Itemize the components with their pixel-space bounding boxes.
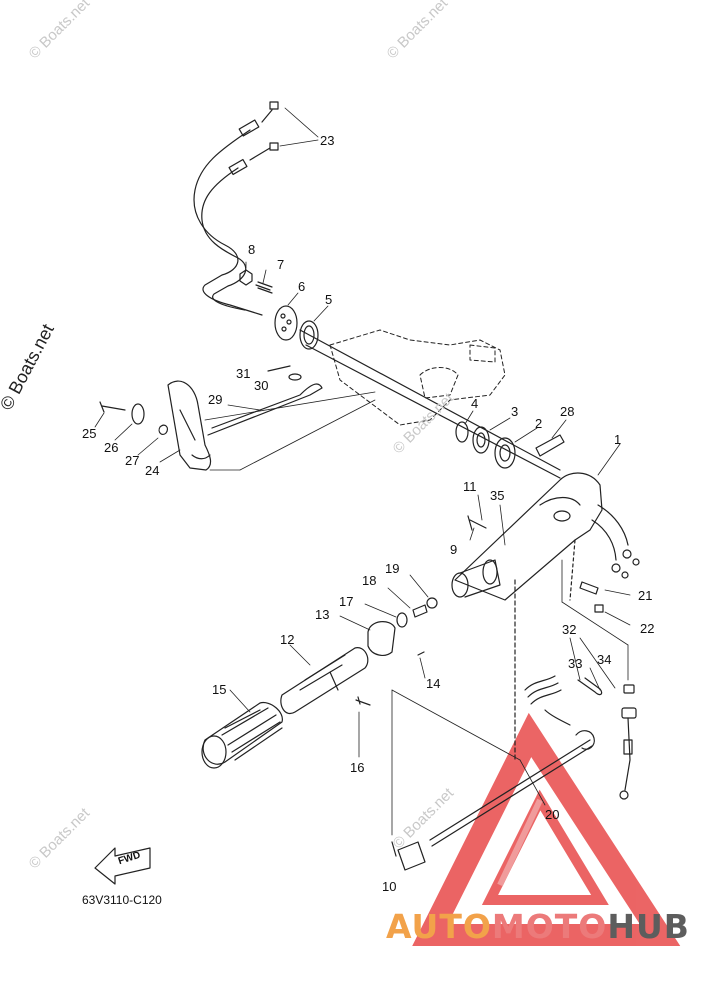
part-label-27: 27 — [125, 453, 140, 468]
part-label-29: 29 — [208, 392, 223, 407]
part-label-18: 18 — [362, 573, 377, 588]
part-label-17: 17 — [339, 594, 354, 609]
part-label-32: 32 — [562, 622, 577, 637]
part-label-11: 11 — [463, 479, 477, 494]
part-label-7: 7 — [277, 257, 285, 272]
logo-part-auto: AUTO — [386, 907, 492, 946]
part-label-8: 8 — [248, 242, 256, 257]
part-label-28: 28 — [560, 404, 575, 419]
part-label-15: 15 — [212, 682, 227, 697]
part-label-24: 24 — [145, 463, 160, 478]
part-label-4: 4 — [471, 396, 479, 411]
throttle-grip — [201, 701, 283, 769]
part-label-34: 34 — [597, 652, 612, 667]
part-label-22: 22 — [640, 621, 655, 636]
part-label-35: 35 — [490, 488, 505, 503]
part-label-31: 31 — [236, 366, 251, 381]
part-label-5: 5 — [325, 292, 333, 307]
fwd-arrow-icon — [94, 847, 151, 885]
part-label-1: 1 — [614, 432, 622, 447]
diagram-code: 63V3110-C120 — [82, 893, 162, 907]
part-label-2: 2 — [535, 416, 543, 431]
part-label-20: 20 — [545, 807, 560, 822]
part-label-13: 13 — [315, 607, 330, 622]
part-label-16: 16 — [350, 760, 365, 775]
steering-handle-arm — [454, 443, 640, 601]
logo-part-moto: MOTO — [491, 907, 608, 946]
part-label-12: 12 — [280, 632, 295, 647]
throttle-cables — [193, 101, 279, 316]
automotohub-logo: AUTOMOTOHUB — [386, 907, 690, 946]
part-label-33: 33 — [568, 656, 583, 671]
part-label-23: 23 — [320, 133, 335, 148]
friction-lever — [167, 380, 212, 471]
part-label-19: 19 — [385, 561, 400, 576]
part-label-3: 3 — [511, 404, 519, 419]
part-label-25: 25 — [82, 426, 97, 441]
part-label-21: 21 — [638, 588, 653, 603]
logo-part-hub: HUB — [607, 907, 690, 946]
part-label-26: 26 — [104, 440, 119, 455]
part-label-6: 6 — [298, 279, 306, 294]
part-label-9: 9 — [450, 542, 458, 557]
part-label-14: 14 — [426, 676, 441, 691]
part-label-30: 30 — [254, 378, 269, 393]
part-label-10: 10 — [382, 879, 397, 894]
